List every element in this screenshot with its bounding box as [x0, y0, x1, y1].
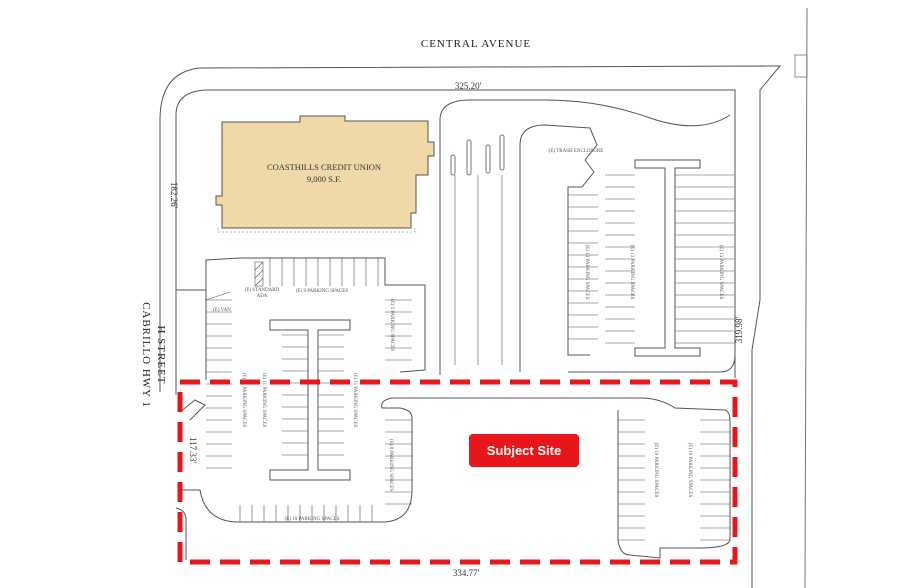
neighbor-structure [794, 54, 808, 78]
label-east-b: (E) 13 PARKING SPACES [629, 245, 634, 300]
south-lot-island-curve [175, 507, 187, 560]
dimension-top: 325.20' [455, 81, 482, 91]
subject-site-label: Subject Site [487, 443, 561, 458]
van-hatch [205, 291, 231, 301]
bollard-3 [485, 144, 491, 174]
label-west-row: (E) 5 PARKING SPACES [389, 299, 394, 352]
label-east-c: (E) 13 PARKING SPACES [718, 245, 723, 300]
property-outline [159, 65, 782, 588]
label-van: (E) VAN [213, 308, 231, 313]
dimension-left: 182.26' [169, 182, 179, 209]
east-stall-ticks [568, 174, 735, 344]
east-lot-outline [568, 90, 736, 373]
bollard-1 [450, 154, 456, 176]
west-stall-ticks [206, 258, 412, 469]
label-trash: (E) TRASH ENCLOSURE [549, 149, 604, 154]
label-se-left: (E) 10 PARKING SPACES [653, 443, 658, 498]
label-ada: ADA [257, 294, 268, 299]
inner-curb [175, 89, 736, 395]
street-h-street: H STREET [155, 325, 167, 384]
south-lot-outline [180, 397, 731, 559]
label-island-left: (E) 11 PARKING SPACES [261, 373, 266, 428]
street-cabrillo-hwy: CABRILLO HWY 1 [140, 302, 152, 408]
label-north-row: (E) 9 PARKING SPACES [296, 289, 349, 294]
label-east-a: (E) 13 PARKING SPACES [584, 245, 589, 300]
street-central-avenue: CENTRAL AVENUE [421, 38, 531, 50]
ada-hatch [254, 261, 264, 287]
label-left-col: (E) 11 PARKING SPACES [241, 373, 246, 428]
building-setback [217, 228, 416, 233]
label-right-block: (E) 8 PARKING SPACES [388, 439, 393, 492]
bollard-4 [499, 134, 505, 171]
ada-hatch-2 [254, 269, 264, 279]
west-i-island [269, 319, 351, 481]
subject-driveway-west [179, 399, 206, 421]
label-se-right: (E) 10 PARKING SPACES [687, 443, 692, 498]
property-edge-east [804, 7, 808, 588]
subject-site-boundary [177, 379, 738, 565]
dimension-bottom: 334.77' [453, 568, 480, 578]
bollard-2 [466, 139, 472, 176]
east-t-island [634, 159, 701, 357]
ada-hatch-1 [254, 261, 264, 271]
building-name: COASTHILLS CREDIT UNION [267, 162, 381, 172]
subject-site-badge [469, 434, 579, 467]
label-island-right: (E) 11 PARKING SPACES [352, 373, 357, 428]
label-bottom-row: (E) 10 PARKING SPACES [285, 517, 340, 522]
ada-hatch-3 [254, 277, 264, 287]
dimension-subject-left: 117.33' [188, 437, 198, 463]
building-footprint [215, 115, 435, 229]
driveway-island [519, 124, 598, 372]
building-area: 9,000 S.F. [307, 174, 341, 184]
west-lot-outline [176, 257, 426, 373]
label-standard: (E) STANDARD [245, 288, 280, 293]
south-stall-ticks [239, 419, 730, 541]
driveway-west-curb [439, 99, 731, 375]
dimension-right: 319.98' [734, 316, 744, 343]
